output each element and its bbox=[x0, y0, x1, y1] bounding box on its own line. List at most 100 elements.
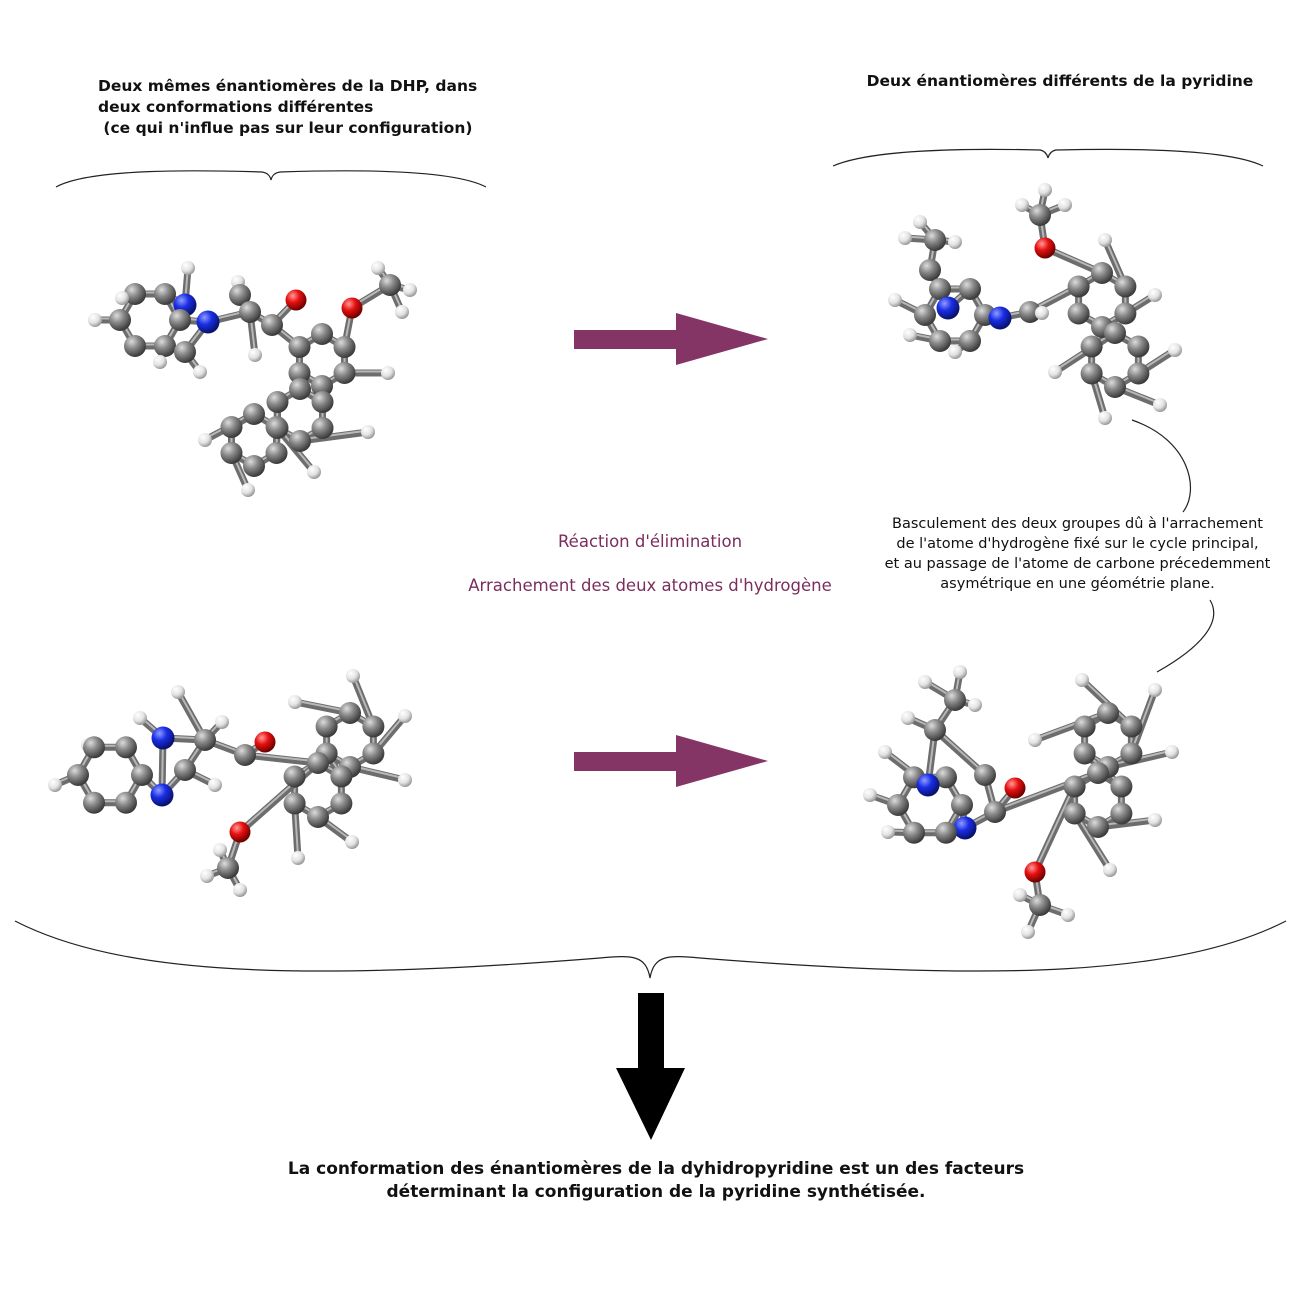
carbon-atom bbox=[1127, 362, 1150, 385]
carbon-atom bbox=[131, 764, 153, 786]
hydrogen-atom bbox=[1103, 863, 1117, 877]
carbon-atom bbox=[944, 689, 966, 711]
carbon-atom bbox=[1029, 894, 1051, 916]
carbon-atom bbox=[959, 278, 981, 301]
bond-highlight bbox=[1130, 687, 1156, 753]
carbon-atom bbox=[174, 759, 196, 781]
hydrogen-atom bbox=[88, 313, 102, 327]
bond-highlight bbox=[299, 429, 369, 441]
hydrogen-atom bbox=[398, 709, 412, 723]
right-group-title: Deux énantiomères différents de la pyrid… bbox=[866, 72, 1254, 90]
hydrogen-atom bbox=[307, 465, 321, 479]
hydrogen-atom bbox=[403, 283, 417, 297]
bond-highlight bbox=[1081, 677, 1133, 726]
carbon-atom bbox=[379, 274, 401, 296]
conclusion-line-1: La conformation des énantiomères de la d… bbox=[287, 1159, 1025, 1179]
carbon-atom bbox=[959, 329, 981, 352]
reaction-arrow-top bbox=[574, 313, 768, 365]
carbon-atom bbox=[929, 278, 951, 301]
carbon-atom bbox=[1080, 335, 1103, 358]
carbon-atom bbox=[307, 806, 329, 828]
carbon-atom bbox=[330, 792, 353, 815]
oxygen-atom bbox=[1024, 861, 1046, 883]
hydrogen-atom bbox=[208, 778, 222, 792]
hydrogen-atom bbox=[901, 711, 915, 725]
hydrogen-atom bbox=[381, 366, 395, 380]
hydrogen-atom bbox=[213, 843, 227, 857]
carbon-atom bbox=[289, 378, 311, 400]
oxygen-atom bbox=[1034, 237, 1056, 259]
carbon-atom bbox=[217, 857, 239, 879]
hydrogen-atom bbox=[200, 869, 214, 883]
hydrogen-atom bbox=[1148, 683, 1162, 697]
hydrogen-atom bbox=[1058, 198, 1072, 212]
carbon-atom bbox=[924, 719, 946, 741]
hydrogen-atom bbox=[346, 669, 360, 683]
hydrogen-atom bbox=[1015, 198, 1029, 212]
carbon-atom bbox=[1067, 302, 1090, 325]
carbon-atom bbox=[124, 283, 146, 306]
carbon-atom bbox=[924, 229, 946, 251]
hydrogen-atom bbox=[913, 215, 927, 229]
carbon-atom bbox=[289, 430, 311, 452]
carbon-atom bbox=[1104, 322, 1126, 344]
hydrogen-atom bbox=[1038, 183, 1052, 197]
carbon-atom bbox=[307, 752, 329, 774]
hydrogen-atom bbox=[1013, 888, 1027, 902]
carbon-atom bbox=[243, 403, 265, 425]
carbon-atom bbox=[83, 736, 105, 759]
carbon-atom bbox=[311, 323, 333, 345]
carbon-atom bbox=[1097, 702, 1119, 724]
hydrogen-atom bbox=[288, 695, 302, 709]
note-line-2: de l'atome d'hydrogène fixé sur le cycle… bbox=[896, 536, 1259, 552]
carbon-atom bbox=[154, 334, 176, 357]
carbon-atom bbox=[1063, 775, 1086, 798]
hydrogen-atom bbox=[233, 883, 247, 897]
pyridine-enantiomer-1-molecule bbox=[888, 183, 1182, 425]
carbon-atom bbox=[109, 309, 131, 331]
hydrogen-atom bbox=[248, 348, 262, 362]
hydrogen-atom bbox=[361, 425, 375, 439]
oxygen-atom bbox=[1004, 777, 1026, 799]
hydrogen-atom bbox=[153, 355, 167, 369]
bottom-brace bbox=[14, 920, 1287, 979]
hydrogen-atom bbox=[1098, 233, 1112, 247]
hydrogen-atom bbox=[881, 825, 895, 839]
carbon-atom bbox=[1127, 335, 1150, 358]
carbon-atom bbox=[288, 362, 311, 384]
note-connector-bottom bbox=[1156, 599, 1215, 673]
hydrogen-atom bbox=[395, 305, 409, 319]
hydrogen-atom bbox=[1153, 398, 1167, 412]
carbon-atom bbox=[362, 715, 385, 738]
hydrogen-atom bbox=[115, 291, 129, 305]
hydrogen-atom bbox=[1048, 365, 1062, 379]
carbon-atom bbox=[220, 416, 243, 438]
carbon-atom bbox=[243, 455, 265, 477]
hydrogen-atom bbox=[898, 231, 912, 245]
hydrogen-atom bbox=[181, 261, 195, 275]
hydrogen-atom bbox=[878, 745, 892, 759]
pyridine-enantiomer-2-molecule bbox=[863, 665, 1179, 939]
top-right-brace bbox=[832, 148, 1264, 167]
carbon-atom bbox=[311, 417, 334, 439]
carbon-atom bbox=[974, 764, 996, 786]
carbon-atom bbox=[1067, 275, 1090, 298]
hydrogen-atom bbox=[1028, 733, 1042, 747]
carbon-atom bbox=[919, 259, 941, 281]
carbon-atom bbox=[261, 314, 283, 336]
nitrogen-atom bbox=[988, 306, 1012, 330]
hydrogen-atom bbox=[1075, 673, 1089, 687]
oxygen-atom bbox=[229, 821, 251, 843]
carbon-atom bbox=[1073, 742, 1096, 765]
hydrogen-atom bbox=[953, 665, 967, 679]
carbon-atom bbox=[339, 702, 361, 724]
carbon-atom bbox=[984, 801, 1006, 823]
carbon-atom bbox=[115, 736, 137, 759]
carbon-atom bbox=[266, 417, 289, 439]
conclusion-down-arrow bbox=[616, 993, 685, 1140]
carbon-atom bbox=[169, 309, 191, 331]
carbon-atom bbox=[333, 362, 356, 384]
hydrogen-atom bbox=[171, 685, 185, 699]
hydrogen-atom bbox=[948, 235, 962, 249]
